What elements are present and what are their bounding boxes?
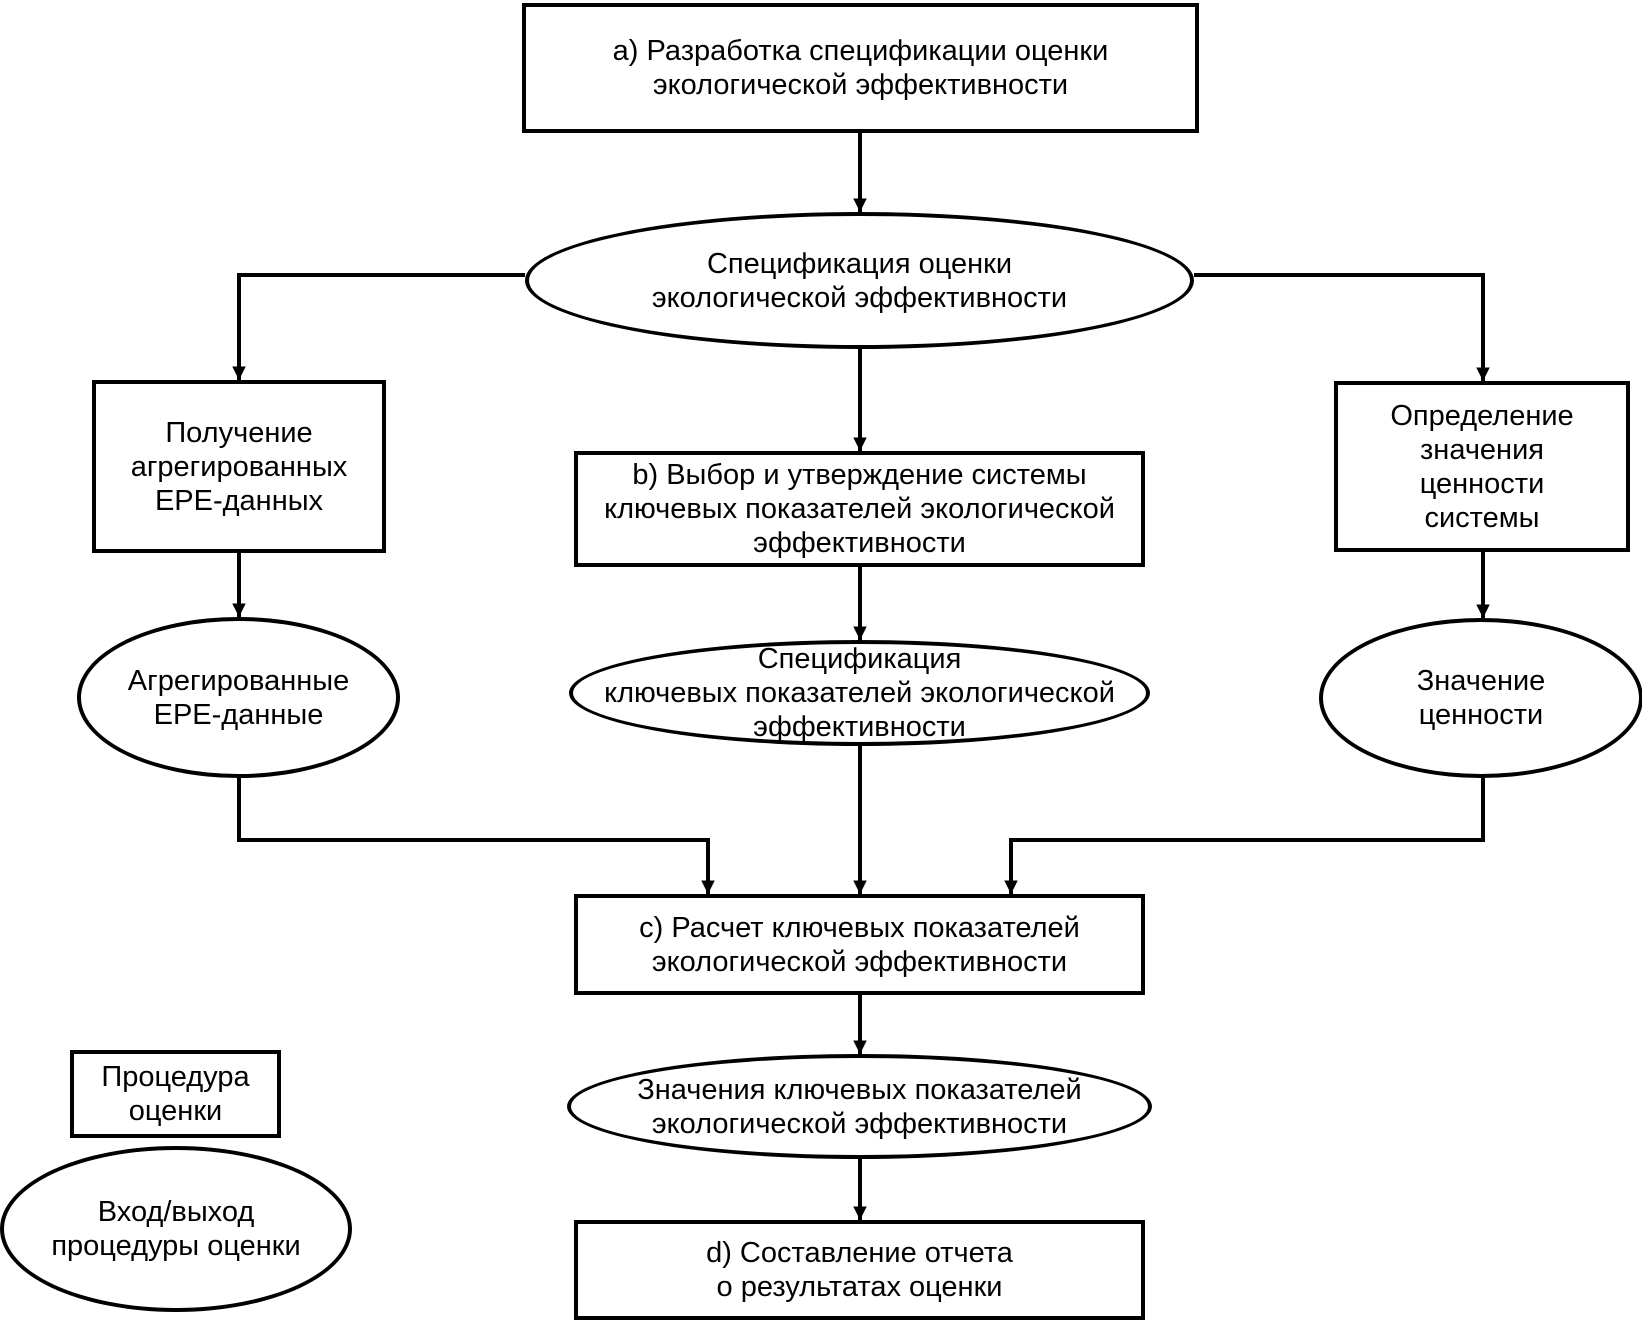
node-define-value-label: Определение значения ценности системы [1390,399,1574,534]
arrow-spec-to-epe_get [232,273,525,380]
node-b-label: b) Выбор и утверждение системы ключевых … [604,459,1115,559]
node-d-report: d) Составление отчета о результатах оцен… [574,1220,1145,1320]
arrow-epe_data-to-c [237,778,715,894]
node-spec-ellipse: Спецификация оценки экологической эффект… [525,212,1194,349]
node-spec-label: Спецификация оценки экологической эффект… [651,247,1068,314]
node-epe-data-ellipse: Агрегированные ЕРЕ-данные [77,617,400,778]
node-kpi-spec-ellipse: Спецификация ключевых показателей эколог… [569,640,1150,746]
node-epe-data-label: Агрегированные ЕРЕ-данные [127,664,350,731]
node-c-label: с) Расчет ключевых показателей экологиче… [639,911,1080,978]
node-kpi-values-ellipse: Значения ключевых показателей экологичес… [567,1054,1152,1159]
arrow-value-to-c [1004,778,1485,894]
node-value-label: Значение ценности [1416,665,1546,731]
node-kpi-values-label: Значения ключевых показателей экологичес… [637,1073,1082,1140]
node-d-label: d) Составление отчета о результатах оцен… [706,1237,1013,1303]
legend-io-ellipse: Вход/выход процедуры оценки [0,1146,352,1312]
node-a-label: а) Разработка спецификации оценки эколог… [612,35,1109,101]
node-a-develop-spec: а) Разработка спецификации оценки эколог… [522,3,1199,133]
node-value-ellipse: Значение ценности [1319,618,1642,778]
node-kpi-spec-label: Спецификация ключевых показателей эколог… [604,643,1115,743]
legend-io-label: Вход/выход процедуры оценки [51,1196,301,1262]
edge-group [232,133,1490,1220]
node-get-epe-data-label: Получение агрегированных ЕРЕ-данных [130,416,348,517]
node-define-value: Определение значения ценности системы [1334,381,1630,552]
node-get-epe-data: Получение агрегированных ЕРЕ-данных [92,380,386,553]
node-c-calculate-kpi: с) Расчет ключевых показателей экологиче… [574,894,1145,995]
node-b-select-kpi: b) Выбор и утверждение системы ключевых … [574,451,1145,567]
legend-procedure-box: Процедура оценки [70,1050,281,1138]
arrow-spec-to-value_def [1194,273,1490,381]
legend-procedure-label: Процедура оценки [101,1061,250,1127]
